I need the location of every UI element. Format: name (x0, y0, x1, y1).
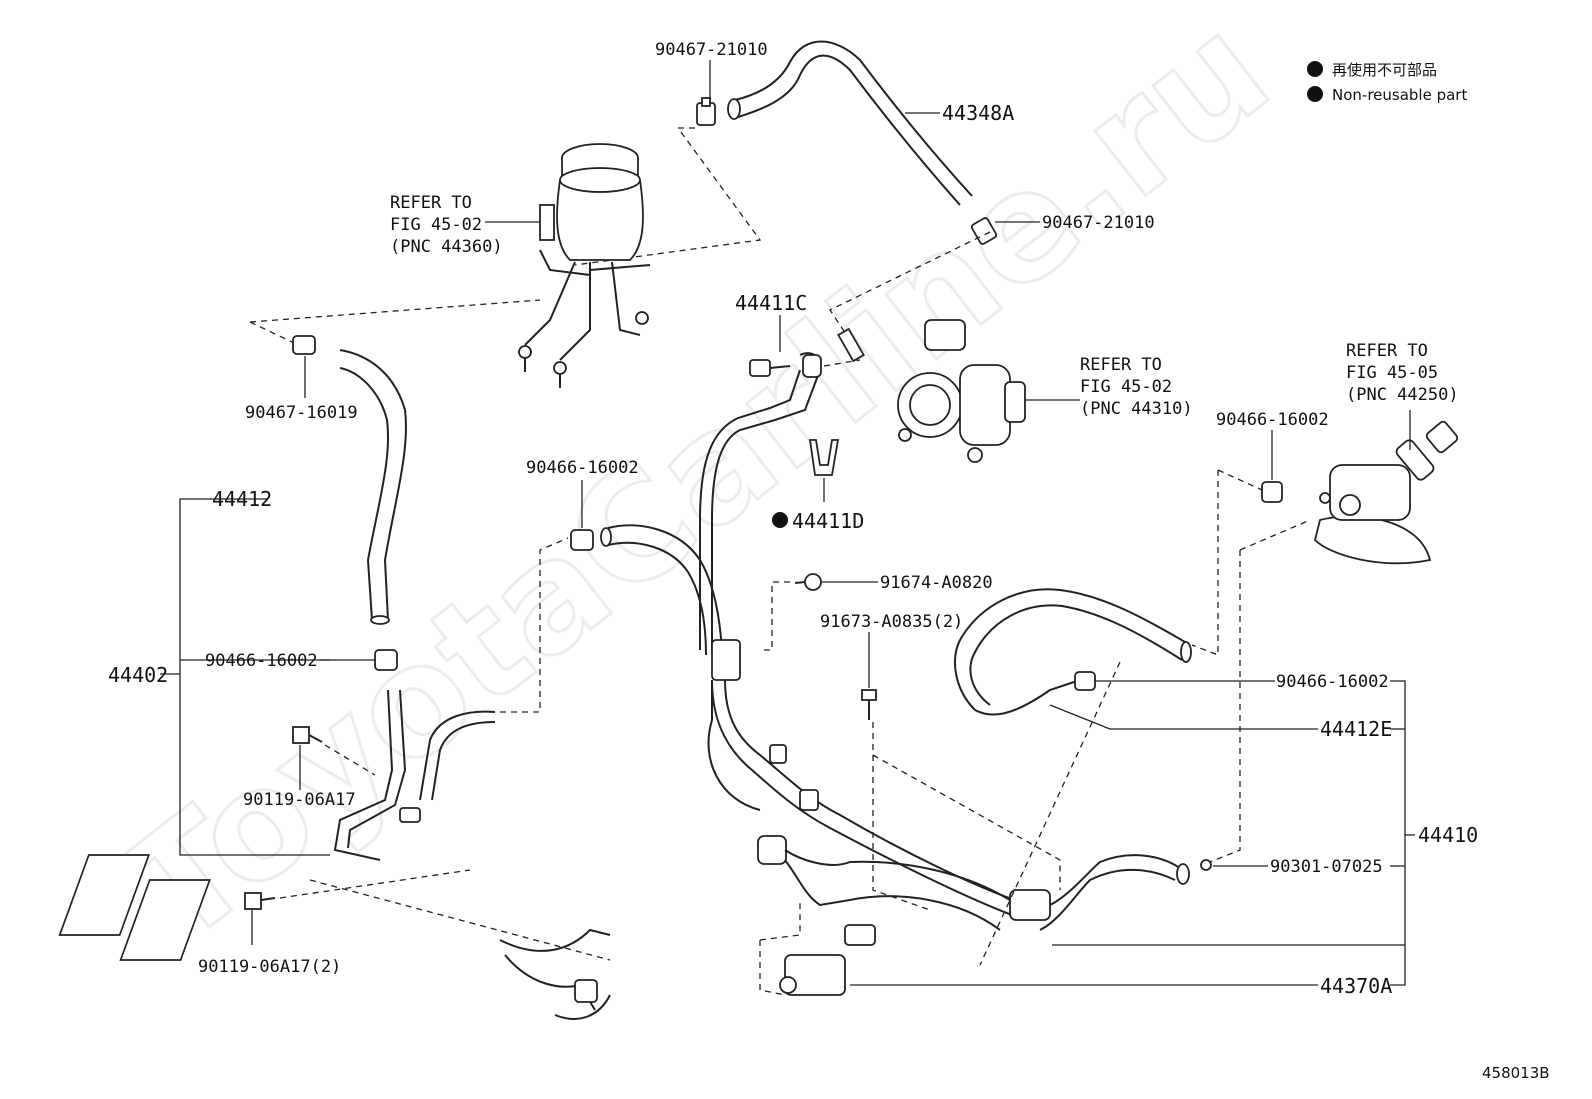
watermark-text: ToyotaCarline.ru (95, 0, 1300, 978)
figure-id: 458013B (1482, 1064, 1550, 1082)
clamp-90466-16002-r2 (1074, 671, 1096, 691)
pump-assembly (837, 319, 1026, 463)
non-reusable-dot-icon (772, 512, 788, 528)
label-90119-06A17-2: 90119-06A17(2) (198, 957, 341, 977)
gear-box-44250 (1314, 420, 1459, 565)
hose-44412E (954, 588, 1192, 716)
label-44402: 44402 (108, 663, 168, 687)
label-refer-4502a-2: FIG 45-02 (390, 215, 482, 235)
label-91673-A0835: 91673-A0835(2) (820, 612, 963, 632)
label-44370A: 44370A (1320, 974, 1392, 998)
label-90466-16002-left: 90466-16002 (205, 651, 318, 671)
clamp-90467-21010-top (696, 97, 716, 126)
legend: 再使用不可部品 Non-reusable part (1307, 61, 1467, 104)
label-91674-A0820: 91674-A0820 (880, 573, 993, 593)
label-refer-4505-3: (PNC 44250) (1346, 385, 1459, 405)
legend-dot-icon (1307, 61, 1323, 77)
label-44411C: 44411C (735, 291, 807, 315)
label-90467-21010-mid: 90467-21010 (1042, 213, 1155, 233)
label-refer-4502b-2: FIG 45-02 (1080, 377, 1172, 397)
label-90466-16002-right: 90466-16002 (1216, 410, 1329, 430)
hose-44412 (339, 349, 407, 625)
reservoir-assembly (518, 143, 651, 388)
label-44412: 44412 (212, 487, 272, 511)
hose-44348A (727, 40, 973, 206)
label-90467-21010-top: 90467-21010 (655, 40, 768, 60)
label-refer-4502b-1: REFER TO (1080, 355, 1162, 375)
legend-dot-icon-2 (1307, 86, 1323, 102)
fitting-44411C (699, 352, 822, 650)
label-90466-16002-center: 90466-16002 (526, 458, 639, 478)
pressure-hose-44410 (707, 639, 1212, 931)
bolt-90119-06A17 (292, 726, 323, 744)
clip-44411D (808, 439, 840, 476)
label-refer-4502b-3: (PNC 44310) (1080, 399, 1193, 419)
label-refer-4502a-1: REFER TO (390, 193, 472, 213)
bolt-91674-A0820 (794, 573, 822, 591)
label-44410: 44410 (1418, 823, 1478, 847)
oil-cooler-44402 (58, 689, 611, 1020)
label-90466-16002-r2: 90466-16002 (1276, 672, 1389, 692)
label-44411D: 44411D (792, 509, 864, 533)
label-44348A: 44348A (942, 101, 1014, 125)
label-refer-4505-1: REFER TO (1346, 341, 1428, 361)
clamp-90466-16002-right (1261, 481, 1283, 503)
legend-line-ja: 再使用不可部品 (1332, 61, 1437, 79)
label-refer-4502a-3: (PNC 44360) (390, 237, 503, 257)
valve-44370A (779, 924, 876, 996)
label-44412E: 44412E (1320, 717, 1392, 741)
label-refer-4505-2: FIG 45-05 (1346, 363, 1438, 383)
legend-line-en: Non-reusable part (1332, 86, 1467, 104)
label-90119-06A17: 90119-06A17 (243, 790, 356, 810)
label-90301-07025: 90301-07025 (1270, 857, 1383, 877)
label-90467-16019: 90467-16019 (245, 403, 358, 423)
clamp-90467-16019 (292, 335, 316, 355)
clamp-90466-16002-center (570, 529, 594, 551)
bolt-91673-A0835 (861, 689, 877, 720)
clamp-90466-16002-left (374, 649, 398, 671)
bolt-90119-06A17-2 (244, 892, 276, 910)
